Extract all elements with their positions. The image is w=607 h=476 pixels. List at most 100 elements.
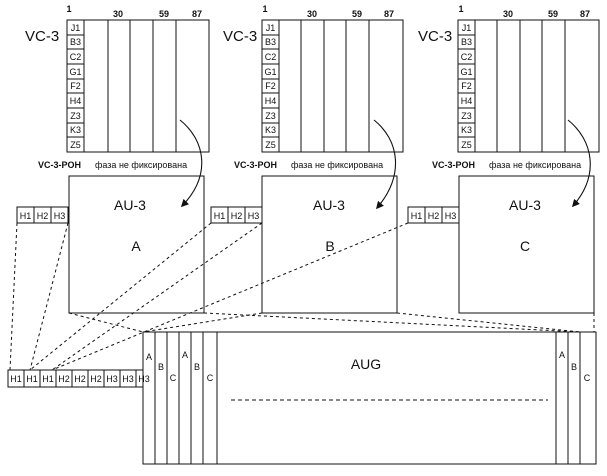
column-number-59: 59 xyxy=(548,9,558,19)
aug-column-label-c: C xyxy=(584,373,591,383)
au3-block-c: AU-3 C H1 H2 H3 xyxy=(407,175,595,314)
phase-label: фаза не фиксирована xyxy=(489,160,581,170)
aug-pointer-h1: H1 xyxy=(10,374,22,384)
aug-pointer-h2: H2 xyxy=(90,374,102,384)
poh-byte-rows xyxy=(262,34,279,138)
vc3-frame xyxy=(66,19,210,153)
phase-label: фаза не фиксирована xyxy=(95,160,187,170)
vc3-title: VC-3 xyxy=(418,28,452,45)
poh-byte-k3: K3 xyxy=(461,125,472,135)
aug-pointer-h1: H1 xyxy=(42,374,54,384)
au3-frame xyxy=(68,175,205,314)
poh-byte-k3: K3 xyxy=(265,125,276,135)
column-number-30: 30 xyxy=(307,9,317,19)
vc3-block-1: VC-3 1 30 59 87 J1 B3 C2 G1 F2 H4 Z3 K3 … xyxy=(25,4,210,208)
au3-letter: C xyxy=(520,238,530,254)
aug-column-label-a: A xyxy=(559,350,565,360)
mapping-line xyxy=(68,312,144,333)
aug-title: AUG xyxy=(351,356,381,372)
aug-pointer-h3: H3 xyxy=(122,374,134,384)
poh-byte-c2: C2 xyxy=(461,52,473,62)
poh-byte-h4: H4 xyxy=(461,96,473,106)
poh-label: VC-3-POH xyxy=(234,160,277,170)
pointer-label-h2: H2 xyxy=(231,211,243,221)
pointer-label-h1: H1 xyxy=(214,211,226,221)
mapping-line xyxy=(396,312,581,333)
au3-title: AU-3 xyxy=(313,197,345,213)
poh-byte-j1: J1 xyxy=(266,23,276,33)
column-number-87: 87 xyxy=(192,9,202,19)
poh-byte-b3: B3 xyxy=(265,37,276,47)
pointer-cell-h3 xyxy=(441,206,460,224)
poh-byte-g1: G1 xyxy=(460,67,472,77)
aug-pointer-h2: H2 xyxy=(58,374,70,384)
pointer-label-h3: H3 xyxy=(445,211,457,221)
poh-byte-f2: F2 xyxy=(461,81,472,91)
poh-byte-z5: Z5 xyxy=(70,140,81,150)
mapping-line xyxy=(203,312,581,333)
poh-byte-z3: Z3 xyxy=(70,111,81,121)
au3-letter: A xyxy=(131,238,141,254)
aug-column-label-c: C xyxy=(207,373,214,383)
poh-byte-j1: J1 xyxy=(462,23,472,33)
column-number-1: 1 xyxy=(458,4,463,14)
poh-byte-h4: H4 xyxy=(265,96,277,106)
column-number-59: 59 xyxy=(159,9,169,19)
poh-byte-b3: B3 xyxy=(461,37,472,47)
mapping-line xyxy=(51,222,263,371)
pointer-cell-h3 xyxy=(50,206,69,224)
au3-block-a: AU-3 A H1 H2 H3 xyxy=(16,175,205,314)
column-number-30: 30 xyxy=(113,9,123,19)
vc3-block-3: VC-3 1 30 59 87 J1 B3 C2 G1 F2 H4 Z3 K3 … xyxy=(418,4,600,208)
pointer-label-h1: H1 xyxy=(20,211,32,221)
column-number-30: 30 xyxy=(503,9,513,19)
au3-block-b: AU-3 B H1 H2 H3 xyxy=(210,175,398,314)
aug-pointer-h2: H2 xyxy=(74,374,86,384)
pointer-label-h3: H3 xyxy=(54,211,66,221)
poh-byte-c2: C2 xyxy=(265,52,277,62)
vc3-title: VC-3 xyxy=(223,28,257,45)
aug-column-label-b: B xyxy=(158,362,164,372)
pointer-group: H1 H2 H3 xyxy=(210,206,263,224)
aug-column-label-a: A xyxy=(182,350,188,360)
au3-letter: B xyxy=(325,238,334,254)
mapping-line xyxy=(142,312,263,333)
mapping-line xyxy=(29,222,69,371)
poh-byte-k3: K3 xyxy=(70,125,81,135)
phase-arrow xyxy=(179,119,203,208)
aug-column-label-b: B xyxy=(571,362,577,372)
pointer-group: H1 H2 H3 xyxy=(16,206,69,224)
vc3-block-2: VC-3 1 30 59 87 J1 B3 C2 G1 F2 H4 Z3 K3 … xyxy=(223,4,404,210)
vc3-title: VC-3 xyxy=(25,28,59,45)
poh-label: VC-3-POH xyxy=(38,160,81,170)
mapping-lines xyxy=(9,222,595,371)
au3-title: AU-3 xyxy=(114,197,146,213)
aug-column-label-c: C xyxy=(170,373,177,383)
mapping-line xyxy=(9,222,18,371)
phase-arrow xyxy=(567,119,591,208)
mapping-line xyxy=(51,222,409,371)
au3-title: AU-3 xyxy=(509,197,541,213)
poh-byte-z5: Z5 xyxy=(461,140,472,150)
pointer-label-h2: H2 xyxy=(428,211,440,221)
poh-byte-f2: F2 xyxy=(265,81,276,91)
aug-pointer-h3: H3 xyxy=(138,374,150,384)
column-number-87: 87 xyxy=(580,9,590,19)
poh-byte-c2: C2 xyxy=(70,52,82,62)
poh-label: VC-3-POH xyxy=(432,160,475,170)
aug-outline xyxy=(142,331,597,465)
aug-pointer-h3: H3 xyxy=(106,374,118,384)
vc3-frame xyxy=(261,19,404,153)
poh-byte-g1: G1 xyxy=(69,67,81,77)
column-number-1: 1 xyxy=(262,4,267,14)
aug-pointer-h1: H1 xyxy=(26,374,38,384)
pointer-group: H1 H2 H3 xyxy=(407,206,460,224)
poh-byte-rows xyxy=(458,34,475,138)
aug-pointer-row: H1 H1 H1 H2 H2 H2 H3 H3 H3 xyxy=(7,369,150,388)
aug-column-label-b: B xyxy=(194,362,200,372)
pointer-label-h2: H2 xyxy=(37,211,49,221)
pointer-cell-h3 xyxy=(244,206,263,224)
column-number-1: 1 xyxy=(66,4,71,14)
poh-byte-b3: B3 xyxy=(70,37,81,47)
